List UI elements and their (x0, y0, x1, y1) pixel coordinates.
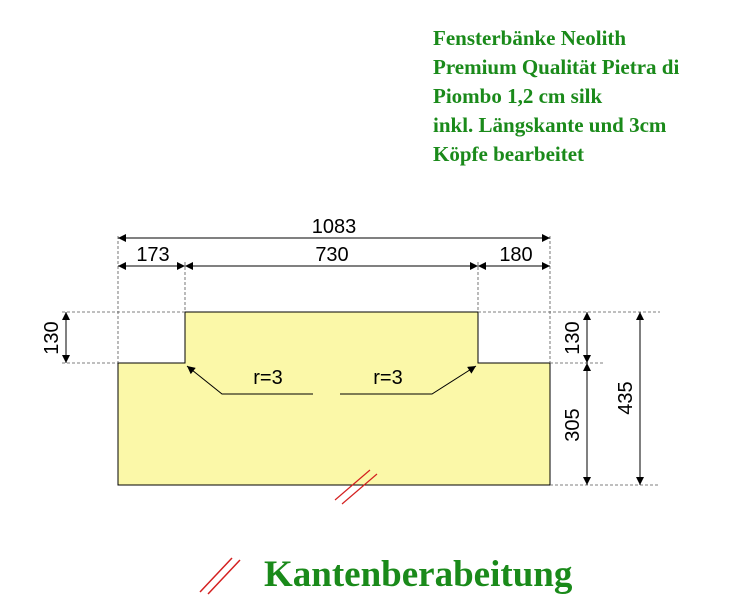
radius-leaders (186, 365, 477, 395)
description-line-1: Fensterbänke Neolith (433, 26, 627, 50)
legend: Kantenberabeitung (196, 546, 572, 602)
dim-right-depth: 305 (562, 408, 584, 441)
legend-label: Kantenberabeitung (264, 553, 573, 595)
dim-middle-width: 730 (315, 244, 348, 266)
dim-right-width: 180 (499, 244, 532, 266)
description-line-3: Piombo 1,2 cm silk (433, 84, 603, 108)
description-line-2: Premium Qualität Pietra di (433, 55, 680, 79)
product-description: Fensterbänke Neolith Premium Qualität Pi… (433, 24, 743, 169)
radius-label-right: r=3 (373, 367, 402, 389)
dim-total-width: 1083 (312, 216, 357, 238)
dim-left-width: 173 (136, 244, 169, 266)
description-line-4: inkl. Längskante und 3cm (433, 113, 667, 137)
dim-right-step: 130 (562, 321, 584, 354)
extension-lines (62, 236, 660, 486)
dim-total-depth: 435 (615, 381, 637, 414)
edge-processing-icon (199, 557, 241, 595)
radius-label-left: r=3 (253, 367, 282, 389)
edge-processing-mark (334, 469, 378, 505)
dim-left-step: 130 (41, 321, 63, 354)
description-line-5: Köpfe bearbeitet (433, 142, 585, 166)
window-sill-shape (117, 311, 551, 486)
dimension-lines (62, 234, 644, 485)
